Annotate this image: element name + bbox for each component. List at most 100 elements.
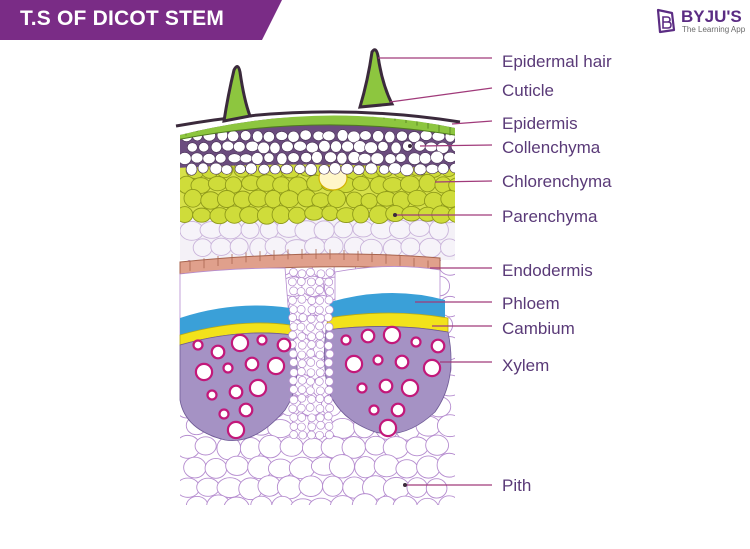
ray-cell xyxy=(305,403,315,412)
ray-cell xyxy=(324,385,334,395)
ray-cell xyxy=(297,294,307,304)
pith-cell xyxy=(223,496,250,506)
pith-cell xyxy=(436,414,455,438)
collenchyma-cell xyxy=(388,162,402,175)
logo-mark-icon xyxy=(656,8,676,34)
xylem-vessel xyxy=(226,420,246,440)
xylem-vessel xyxy=(382,325,402,345)
ray-cell xyxy=(287,277,297,287)
ray-cell xyxy=(324,322,334,332)
ray-cell xyxy=(296,287,306,296)
collenchyma-cell xyxy=(263,131,275,143)
pith-cell xyxy=(298,475,324,497)
pith-cell xyxy=(308,497,334,506)
chlorenchyma-cell xyxy=(264,189,282,209)
collenchyma-cell xyxy=(239,153,253,164)
collenchyma-cell xyxy=(365,162,378,175)
xylem-vessel xyxy=(378,418,398,438)
pith-cell xyxy=(194,436,217,456)
chlorenchyma-cell xyxy=(304,205,324,221)
pith-cell xyxy=(329,495,356,506)
xylem-vessel xyxy=(276,337,292,353)
collenchyma-cell xyxy=(269,164,281,175)
xylem-vessel xyxy=(378,378,394,394)
collenchyma-cell xyxy=(329,162,341,175)
ray-cell xyxy=(289,358,298,367)
collenchyma-cell xyxy=(221,140,235,152)
ray-cell xyxy=(288,296,297,305)
ray-cell xyxy=(289,267,298,277)
collenchyma-cell xyxy=(372,130,384,143)
pith-cell xyxy=(279,436,304,457)
chlorenchyma-cell xyxy=(311,192,330,209)
collenchyma-cell xyxy=(269,141,281,154)
collenchyma-cell xyxy=(258,164,270,175)
parenchyma-cell xyxy=(313,220,335,241)
collenchyma-cell xyxy=(275,131,288,141)
label-epidermis: Epidermis xyxy=(502,114,578,133)
chlorenchyma-cell xyxy=(192,207,212,223)
collenchyma-cell xyxy=(384,153,397,165)
xylem-vessel xyxy=(244,356,260,372)
collenchyma-cell xyxy=(299,129,312,141)
ray-cell xyxy=(298,430,308,440)
medullary-ray xyxy=(287,267,335,440)
collenchyma-cell xyxy=(180,152,192,165)
diagram-title: T.S OF DICOT STEM xyxy=(20,7,225,30)
xylem-vessel xyxy=(422,358,442,378)
ray-cell xyxy=(325,305,334,315)
pith-cell xyxy=(438,495,455,506)
collenchyma-cell xyxy=(414,163,427,176)
ray-cell xyxy=(289,430,299,440)
ray-cell xyxy=(316,386,325,396)
parenchyma-cell xyxy=(352,220,374,238)
ray-cell xyxy=(297,340,307,350)
ray-cell xyxy=(297,393,307,403)
ray-cell xyxy=(289,368,299,377)
label-pith: Pith xyxy=(502,476,532,495)
chlorenchyma-cell xyxy=(327,189,347,209)
label-cambium: Cambium xyxy=(502,319,575,338)
collenchyma-cell xyxy=(281,140,294,153)
ray-cell xyxy=(296,305,306,314)
collenchyma-cell xyxy=(304,163,318,176)
collenchyma-cell xyxy=(336,152,348,165)
collenchyma-cell xyxy=(358,153,372,164)
collenchyma-cell xyxy=(263,152,275,163)
pith-cell xyxy=(185,496,209,506)
pith-cell xyxy=(415,497,440,506)
parenchyma-cell xyxy=(333,220,353,239)
xylem-vessel xyxy=(430,338,446,354)
ray-cell xyxy=(315,404,325,413)
label-chlorenchyma: Chlorenchyma xyxy=(502,172,612,191)
ray-cell xyxy=(306,314,316,324)
ray-cell xyxy=(288,349,298,359)
ray-cell xyxy=(307,430,316,440)
parenchyma-cell xyxy=(440,238,455,257)
ray-cell xyxy=(315,331,325,341)
collenchyma-cell xyxy=(370,152,385,165)
collenchyma-cell xyxy=(443,151,455,163)
collenchyma-cell xyxy=(336,129,349,142)
label-cuticle: Cuticle xyxy=(502,81,554,100)
collenchyma-cell xyxy=(449,163,455,174)
pith-cell xyxy=(290,498,316,506)
xylem-vessel xyxy=(400,378,420,398)
ray-cell xyxy=(306,267,315,277)
ray-cell xyxy=(305,386,315,396)
collenchyma-cell xyxy=(197,162,209,174)
vascular-bundle-left xyxy=(179,267,298,442)
ray-cell xyxy=(324,421,334,431)
parenchyma-cell xyxy=(210,237,232,256)
pith-cell xyxy=(322,475,344,497)
ray-cell xyxy=(323,313,333,322)
xylem-vessel xyxy=(360,328,376,344)
ray-cell xyxy=(288,313,297,322)
pith-cell xyxy=(436,452,455,478)
pith-cell xyxy=(183,456,207,479)
label-collenchyma: Collenchyma xyxy=(502,138,601,157)
ray-cell xyxy=(289,413,299,422)
parenchyma-cell xyxy=(304,237,326,256)
collenchyma-cell xyxy=(300,152,313,163)
collenchyma-cells xyxy=(180,129,455,176)
